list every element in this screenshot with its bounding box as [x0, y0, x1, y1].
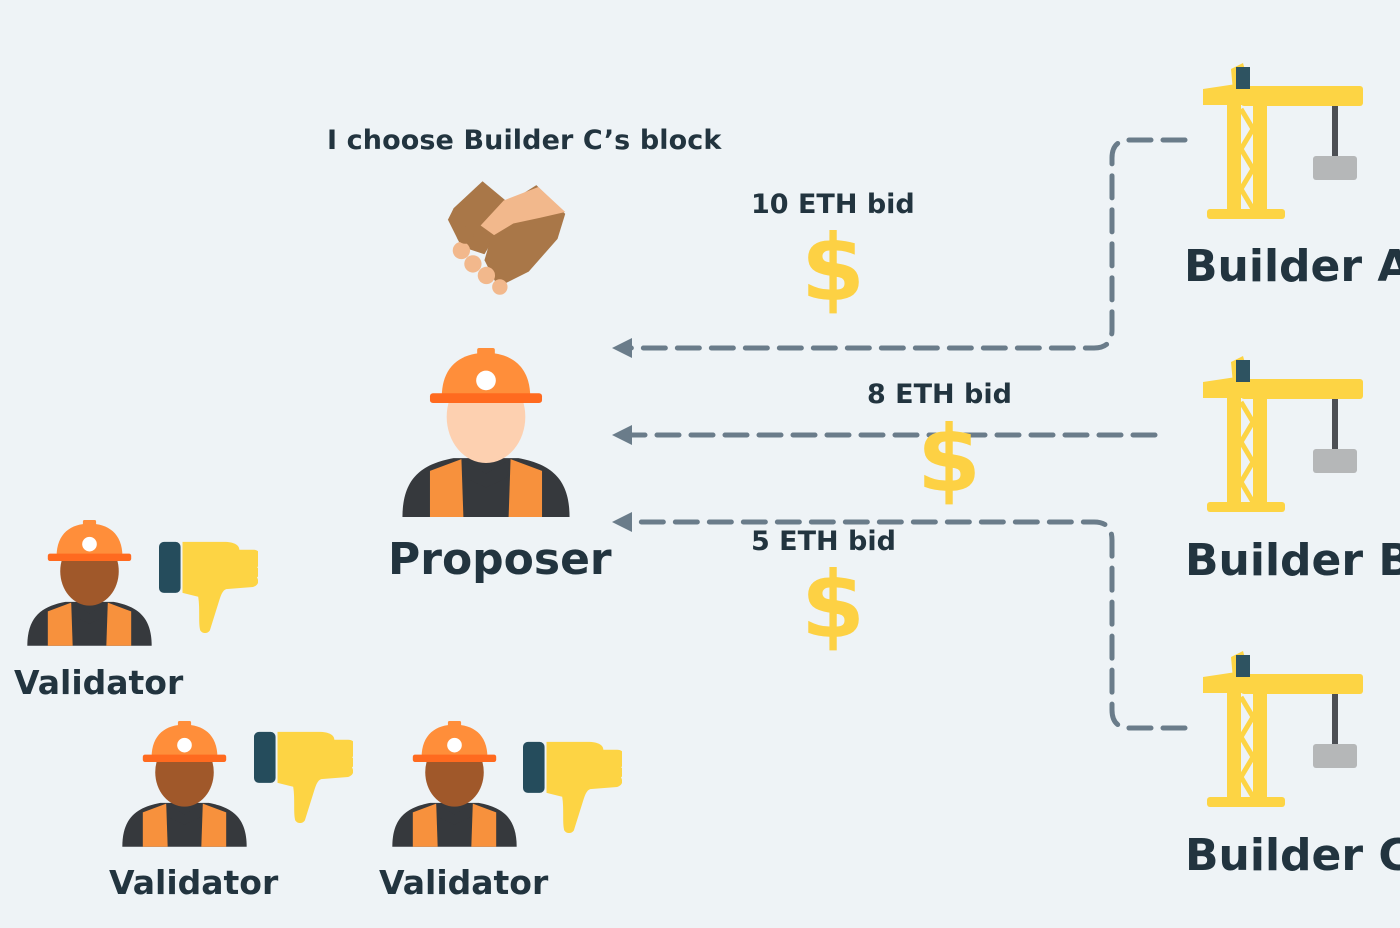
builder-b-label: Builder B — [1185, 535, 1400, 586]
thumbs-down-icon — [159, 541, 258, 634]
proposer-decision-text: I choose Builder C’s block — [327, 125, 722, 156]
arrow-builder-c — [622, 519, 1188, 731]
bid-label-b: 8 ETH bid — [867, 379, 1012, 410]
validator-label: Validator — [379, 863, 549, 902]
handshake-icon — [447, 181, 566, 295]
arrow-builder-a — [622, 137, 1188, 351]
validator-label: Validator — [14, 663, 184, 702]
builder-a-label: Builder A — [1184, 241, 1400, 292]
validator-label: Validator — [109, 863, 279, 902]
validator-icon — [122, 721, 247, 847]
arrowhead-a — [612, 338, 632, 358]
dollar-icon: $ — [917, 406, 982, 513]
thumbs-down-icon — [254, 731, 353, 824]
proposer-label: Proposer — [388, 534, 612, 585]
bid-label-c: 5 ETH bid — [751, 526, 896, 557]
bid-label-a: 10 ETH bid — [751, 189, 915, 220]
crane-icon — [1203, 356, 1363, 512]
validator-icon — [27, 520, 152, 646]
validator-icon — [392, 721, 517, 847]
bid-arrows — [622, 137, 1188, 731]
arrowhead-c — [612, 512, 632, 532]
arrowhead-b — [612, 425, 632, 445]
dollar-icon: $ — [801, 552, 866, 659]
proposer-icon — [402, 348, 570, 518]
thumbs-down-icon — [523, 741, 622, 834]
arrowheads — [612, 338, 632, 532]
crane-icon — [1203, 651, 1363, 807]
builder-c-label: Builder C — [1185, 830, 1400, 881]
dollar-icon: $ — [801, 215, 866, 322]
crane-icon — [1203, 63, 1363, 219]
